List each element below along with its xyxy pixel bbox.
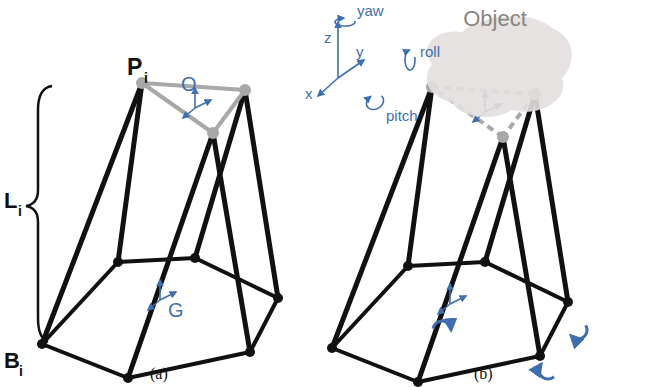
joint-rotation [536, 362, 554, 383]
symbol-label: i [18, 204, 22, 218]
base-joint [273, 293, 283, 303]
platform-joint [207, 127, 219, 139]
base-joint [413, 377, 423, 387]
leg [332, 87, 432, 348]
base-joint [245, 347, 255, 357]
symbol-label: G [168, 300, 184, 320]
object-fill [427, 16, 572, 117]
robot-b [327, 81, 573, 387]
symbol-label: x [305, 86, 313, 101]
leg [42, 83, 142, 344]
symbol-label: pitch [386, 108, 418, 123]
base-link [332, 266, 408, 348]
axis-arrow [148, 300, 160, 310]
coordinate-frame [438, 284, 466, 314]
base-link [250, 298, 278, 352]
axis-arrow [159, 280, 161, 300]
base-joint [563, 297, 573, 307]
symbol-label: y [356, 44, 364, 59]
leg [418, 137, 503, 382]
platform-edge [142, 83, 213, 133]
base-link [418, 356, 540, 382]
base-link [42, 262, 118, 344]
symbol-label: L [4, 190, 17, 212]
axis-arrow [449, 284, 451, 304]
leg [118, 83, 142, 262]
axis-arrow [195, 100, 211, 108]
axis-arrow [438, 304, 450, 314]
base-link [540, 302, 568, 356]
robot-a [37, 77, 283, 383]
base-joint [403, 261, 413, 271]
base-joint [123, 373, 133, 383]
symbol-label: roll [420, 44, 440, 59]
panel-label: (a) [150, 366, 168, 382]
platform-joint [239, 84, 251, 96]
base-link [42, 344, 128, 378]
platform-edge [213, 90, 245, 133]
platform-joint [497, 131, 509, 143]
axis-arrow [318, 78, 338, 96]
leg [245, 90, 278, 298]
object-blob: Object [412, 6, 578, 122]
base-link [128, 352, 250, 378]
joint-rotation [433, 318, 453, 334]
base-joint [190, 253, 200, 263]
base-joint [535, 351, 545, 361]
axis-arrow [337, 22, 339, 78]
axis-arrow [183, 108, 195, 118]
base-link [118, 258, 195, 262]
axis-arrow [450, 296, 466, 304]
base-link [408, 262, 485, 266]
symbol-label: P [127, 56, 142, 79]
symbol-label: i [144, 71, 148, 85]
joint-rotation [569, 325, 589, 341]
symbol-label: O [181, 74, 197, 94]
symbol-label: B [4, 350, 20, 372]
symbol-label: i [19, 364, 23, 378]
symbol-label: yaw [357, 3, 384, 18]
axis-arrow [160, 292, 176, 300]
symbol-label: z [324, 30, 332, 45]
leg [128, 133, 213, 378]
panel-label: (b) [474, 366, 493, 382]
object-label: Object [412, 6, 578, 30]
leg [213, 133, 250, 352]
leg [535, 94, 568, 302]
axis-arrow [338, 60, 364, 78]
base-link [332, 348, 418, 382]
rotation-arrow [364, 91, 387, 112]
base-joint [480, 257, 490, 267]
rotation-arrow [335, 18, 355, 26]
rotation-arrow [405, 50, 415, 70]
base-joint [113, 257, 123, 267]
length-brace [26, 86, 52, 342]
base-joint [327, 343, 337, 353]
leg [503, 137, 540, 356]
